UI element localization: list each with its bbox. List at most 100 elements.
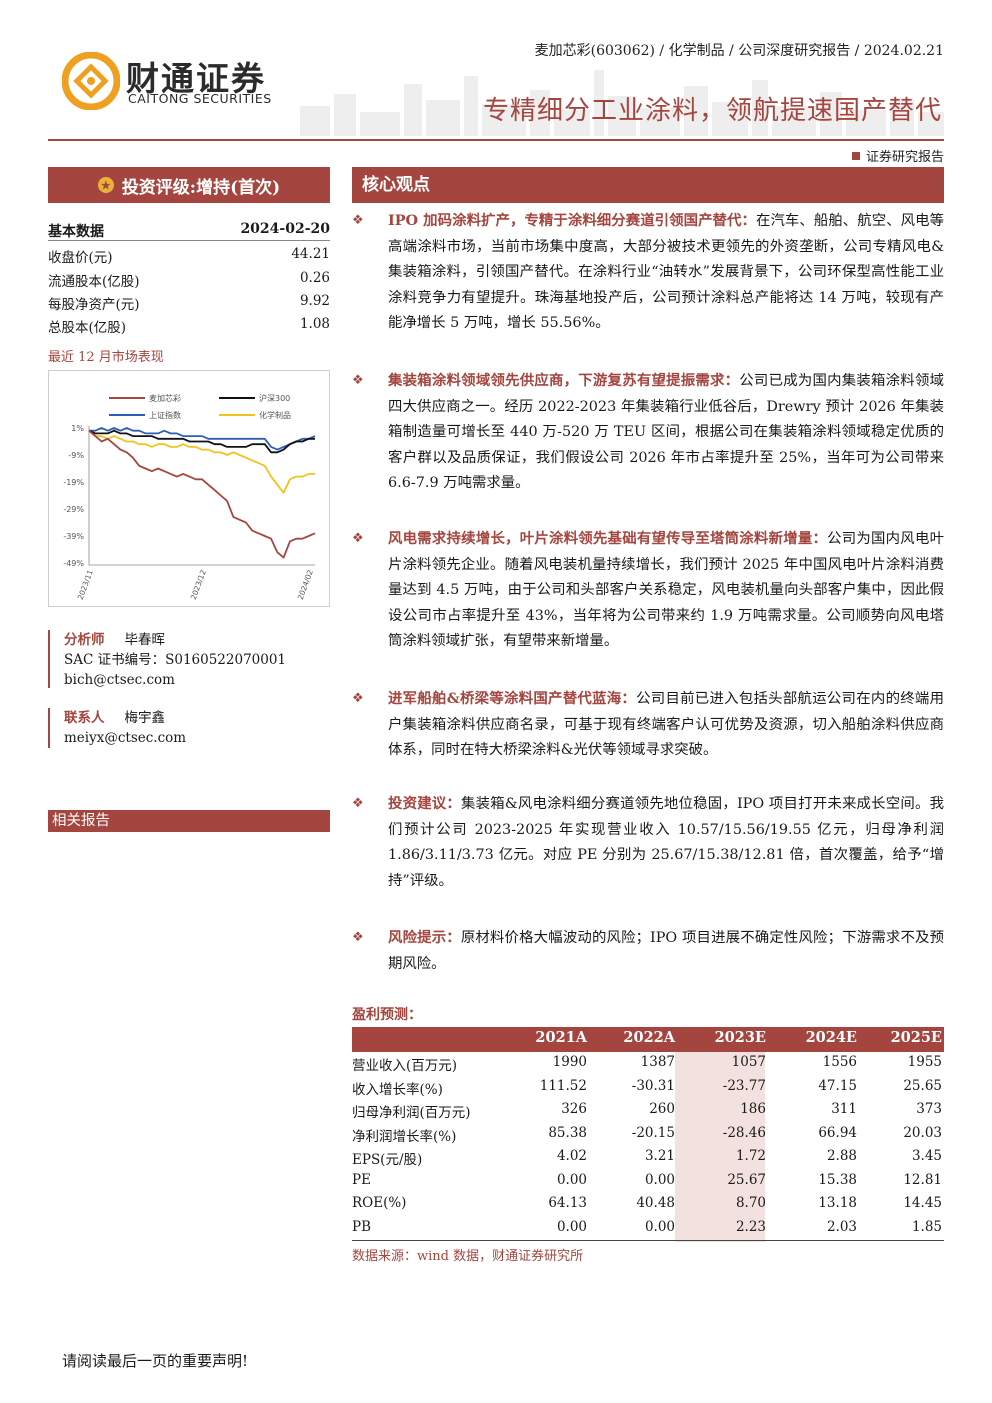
forecast-cell: 1057 <box>731 1054 766 1070</box>
forecast-cell: 373 <box>916 1101 942 1117</box>
basic-data-label: 收盘价(元) <box>48 250 113 266</box>
diamond-bullet-icon: ❖ <box>352 531 364 546</box>
bullet-body: 公司为国内风电叶片涂料领先企业。随着风电装机量持续增长，我们预计 2025 年中… <box>388 531 944 650</box>
forecast-cell: -28.46 <box>722 1124 766 1141</box>
series-line-2 <box>89 427 316 451</box>
forecast-year-header: 2023E <box>714 1029 766 1046</box>
forecast-row-label: EPS(元/股) <box>352 1152 423 1168</box>
forecast-row-label: PB <box>352 1218 372 1235</box>
forecast-cell: 311 <box>831 1101 857 1117</box>
forecast-cell: 1955 <box>907 1054 942 1070</box>
contact-name: 梅宇鑫 <box>124 710 166 726</box>
company-logo-icon <box>62 52 120 110</box>
forecast-cell: 66.94 <box>818 1124 857 1141</box>
forecast-cell: 64.13 <box>548 1195 587 1211</box>
square-bullet-icon <box>851 151 860 160</box>
bullet-body: 原材料价格大幅波动的风险；IPO 项目进展不确定性风险；下游需求不及预期风险。 <box>388 930 944 972</box>
forecast-title: 盈利预测： <box>352 1007 422 1023</box>
forecast-cell: 13.18 <box>818 1195 857 1211</box>
forecast-cell: 186 <box>740 1101 766 1117</box>
series-line-0 <box>88 430 316 559</box>
skyline-decoration <box>300 70 944 136</box>
forecast-cell: -20.15 <box>631 1124 675 1141</box>
diamond-bullet-icon: ❖ <box>352 373 364 388</box>
forecast-cell: 4.02 <box>556 1148 587 1164</box>
contact-role: 联系人 <box>64 710 105 726</box>
basic-data-header: 基本数据 2024-02-20 <box>48 221 330 241</box>
contact-block: 联系人 梅宇鑫 meiyx@ctsec.com <box>48 708 330 748</box>
header-divider <box>48 139 944 141</box>
disclaimer-note: 请阅读最后一页的重要声明! <box>62 1352 249 1370</box>
legend-label: 上证指数 <box>149 410 181 420</box>
y-tick-label: -49% <box>63 559 84 568</box>
legend-label: 麦加芯彩 <box>149 393 181 403</box>
report-type-label: 证券研究报告 <box>865 150 944 165</box>
logo-chinese-name: 财通证券 <box>126 59 266 98</box>
basic-data-title: 基本数据 <box>48 224 104 240</box>
chart-canvas: 麦加芯彩沪深300上证指数化学制品1%-9%-19%-29%-39%-49%20… <box>63 393 316 601</box>
forecast-cell: 3.21 <box>644 1148 675 1164</box>
contact-email[interactable]: meiyx@ctsec.com <box>64 730 187 746</box>
report-meta: 麦加芯彩(603062) / 化学制品 / 公司深度研究报告 / 2024.02… <box>534 43 944 59</box>
forecast-bottom-rule <box>352 1240 944 1241</box>
forecast-cell: 85.38 <box>548 1124 587 1141</box>
forecast-row-label: 归母净利润(百万元) <box>352 1105 471 1121</box>
forecast-cell: 14.45 <box>903 1195 942 1211</box>
basic-data-row: 流通股本(亿股) 0.26 <box>48 270 330 292</box>
forecast-cell: 1.72 <box>735 1148 766 1164</box>
analyst-cert: SAC 证书编号：S0160522070001 <box>64 652 287 668</box>
forecast-row-label: 收入增长率(%) <box>352 1081 443 1098</box>
rating-bar: ★ 投资评级:增持(首次) <box>48 167 330 203</box>
bullet-heading: 集装箱涂料领域领先供应商，下游复苏有望提振需求： <box>388 372 740 389</box>
forecast-highlight-column <box>675 1052 765 1242</box>
basic-data-row: 总股本(亿股) 1.08 <box>48 316 330 338</box>
y-tick-label: -19% <box>63 478 84 487</box>
analyst-name: 毕春晖 <box>124 632 166 648</box>
forecast-cell: 20.03 <box>903 1124 942 1141</box>
legend-label: 沪深300 <box>259 393 290 403</box>
bullet-heading: IPO 加码涂料扩产，专精于涂料细分赛道引领国产替代： <box>388 212 756 229</box>
core-bullet: ❖ 投资建议：集装箱&风电涂料细分赛道领先地位稳固，IPO 项目打开未来成长空间… <box>352 791 944 894</box>
basic-data-row: 收盘价(元) 44.21 <box>48 246 330 268</box>
diamond-bullet-icon: ❖ <box>352 213 364 228</box>
y-tick-label: -39% <box>63 532 84 541</box>
analyst-block: 分析师毕春晖 SAC 证书编号：S0160522070001 bich@ctse… <box>48 630 330 688</box>
data-source-note: 数据来源：wind 数据，财通证券研究所 <box>352 1249 584 1264</box>
bullet-heading: 风险提示： <box>388 929 461 946</box>
forecast-cell: 12.81 <box>903 1171 942 1188</box>
bullet-body: 公司目前已进入包括头部航运公司在内的终端用户集装箱涂料供应商名录，可基于现有终端… <box>388 691 944 759</box>
bullet-heading: 进军船舶&桥梁等涂料国产替代蓝海： <box>388 690 637 707</box>
forecast-row-label: 净利润增长率(%) <box>352 1128 457 1145</box>
basic-data-value: 44.21 <box>291 246 330 262</box>
core-bullet: ❖ 集装箱涂料领域领先供应商，下游复苏有望提振需求：公司已成为国内集装箱涂料领域… <box>352 368 944 497</box>
x-tick-label: 2023/11 <box>76 568 95 601</box>
forecast-cell: 2.88 <box>826 1148 857 1164</box>
forecast-cell: 326 <box>561 1101 587 1117</box>
forecast-cell: 1.85 <box>911 1218 942 1235</box>
y-tick-label: -29% <box>63 505 84 514</box>
forecast-cell: 1990 <box>552 1054 587 1070</box>
forecast-cell: 47.15 <box>818 1077 857 1094</box>
star-badge-icon: ★ <box>97 177 114 193</box>
x-tick-label: 2023/12 <box>189 568 208 601</box>
series-line-3 <box>88 430 315 494</box>
forecast-year-header: 2022A <box>623 1029 675 1046</box>
forecast-cell: 25.65 <box>903 1077 942 1094</box>
core-bullet: ❖ IPO 加码涂料扩产，专精于涂料细分赛道引领国产替代：在汽车、船舶、航空、风… <box>352 208 944 337</box>
related-reports-bar: 相关报告 <box>48 810 330 832</box>
core-bullet: ❖ 风电需求持续增长，叶片涂料领先基础有望传导至塔筒涂料新增量：公司为国内风电叶… <box>352 526 944 655</box>
basic-data-row: 每股净资产(元) 9.92 <box>48 293 330 315</box>
basic-data-label: 流通股本(亿股) <box>48 274 140 290</box>
analyst-email[interactable]: bich@ctsec.com <box>64 672 175 688</box>
diamond-bullet-icon: ❖ <box>352 930 364 945</box>
basic-data-label: 总股本(亿股) <box>48 320 127 336</box>
y-tick-label: -9% <box>68 451 84 460</box>
basic-data-value: 1.08 <box>299 316 330 332</box>
